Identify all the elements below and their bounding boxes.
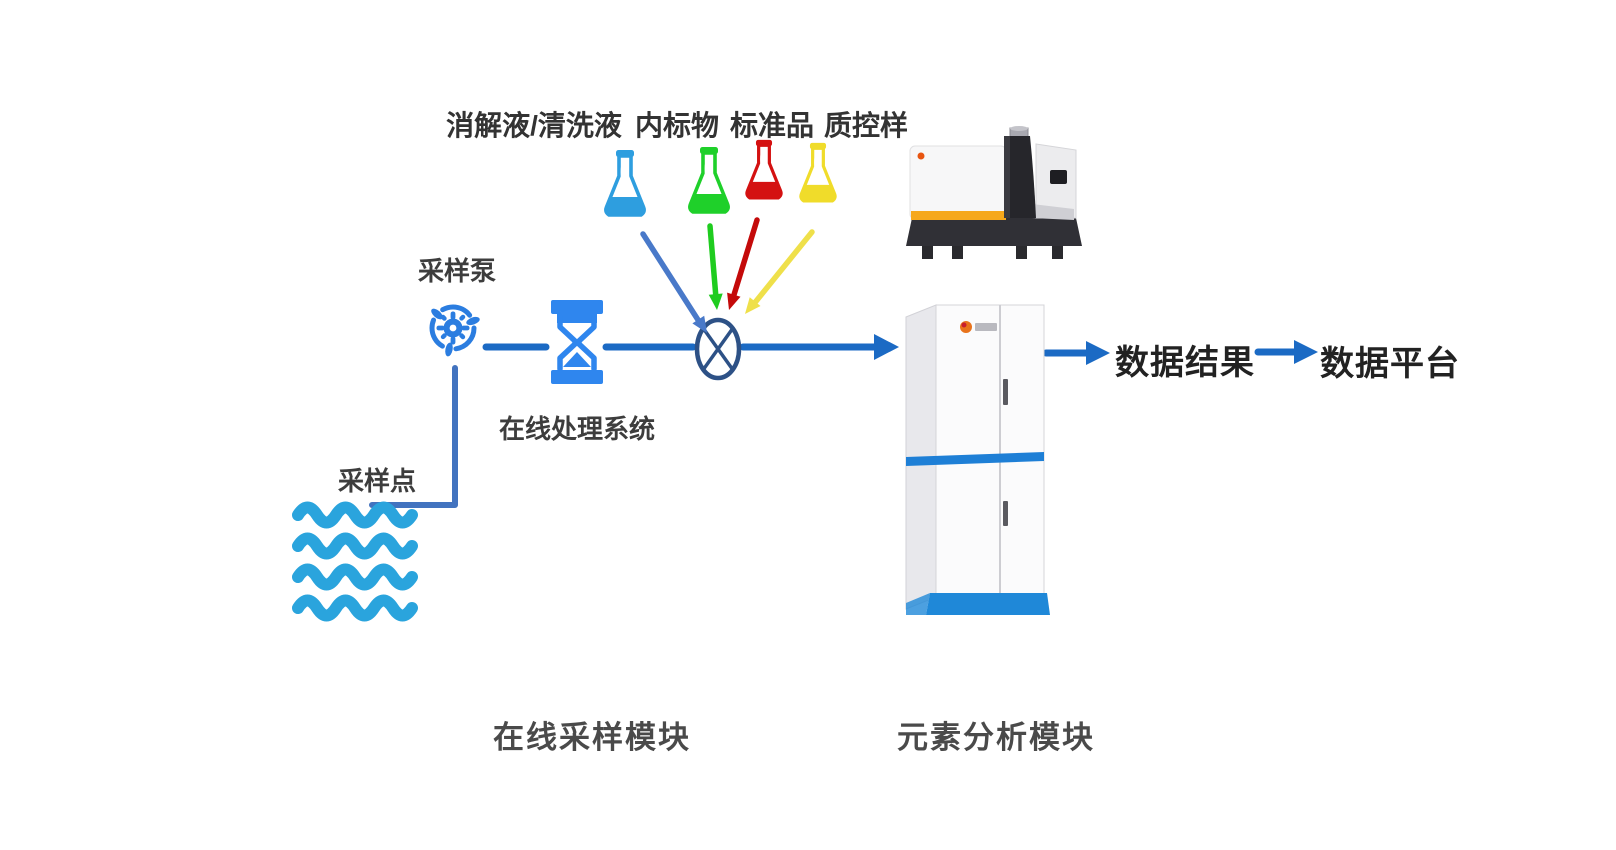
arrowhead-to-result — [1086, 341, 1110, 365]
label-sampling-point: 采样点 — [337, 466, 417, 496]
cabinet-stripe — [906, 452, 1044, 466]
pump-to-water-connector — [369, 365, 458, 508]
label-analysis-module: 元素分析模块 — [897, 720, 1095, 755]
cabinet-handle-bottom — [1003, 501, 1008, 526]
reagent-arrow-digestion — [640, 231, 707, 333]
label-qc-sample: 质控样 — [823, 110, 909, 141]
flask-standard-icon — [739, 139, 789, 205]
cabinet-handle-top — [1003, 379, 1008, 405]
flask-internal-standard-icon — [681, 147, 737, 219]
cabinet-logo — [960, 321, 972, 333]
arrowhead-to-platform — [1294, 340, 1318, 364]
flask-qc-icon — [793, 142, 843, 208]
instrument-accent-stripe — [911, 152, 1006, 220]
pump-icon — [429, 304, 480, 357]
flask-digestion-icon — [597, 150, 653, 222]
hourglass-icon — [551, 300, 603, 384]
icpms-instrument-image — [906, 126, 1082, 259]
analysis-cabinet-image — [905, 304, 1050, 615]
mixing-valve-icon — [694, 317, 742, 381]
label-internal-standard: 内标物 — [634, 110, 720, 141]
label-data-result: 数据结果 — [1115, 344, 1255, 382]
reagent-arrow-internal-standard — [707, 223, 723, 310]
reagent-arrow-standard — [727, 217, 760, 310]
arrowhead-to-cabinet — [874, 334, 899, 360]
cabinet-base — [906, 593, 1050, 615]
reagent-arrow-qc — [745, 229, 815, 314]
label-digestion-solution: 消解液/清洗液 — [446, 110, 622, 141]
label-online-processing: 在线处理系统 — [498, 414, 656, 444]
label-sampling-module: 在线采样模块 — [493, 720, 691, 755]
label-sampling-pump: 采样泵 — [417, 256, 497, 286]
label-data-platform: 数据平台 — [1320, 345, 1460, 383]
water-waves-icon — [292, 501, 418, 622]
label-standard: 标准品 — [729, 110, 815, 141]
main-flow-lines — [482, 334, 1318, 365]
